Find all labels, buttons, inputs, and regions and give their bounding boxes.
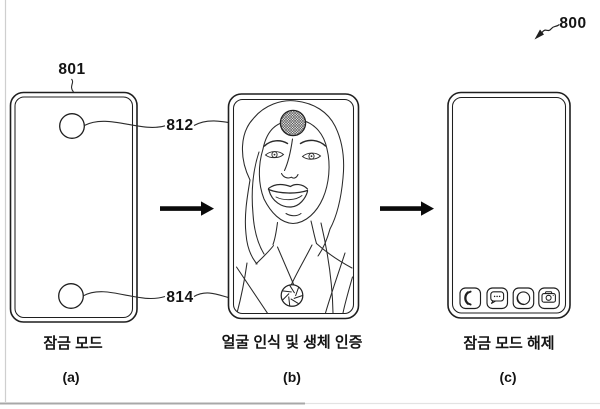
messages-icon: [486, 287, 509, 310]
browser-icon: [512, 287, 535, 310]
phone-icon: [459, 287, 482, 310]
ref-label-800: 800: [559, 15, 587, 32]
camera-circle-top-a: [59, 113, 85, 139]
under-display-camera-region: [279, 109, 307, 137]
face-illustration: [235, 100, 354, 314]
ref-label-812: 812: [166, 117, 194, 134]
dock-icons: [459, 287, 560, 310]
camera-icon: [538, 287, 560, 310]
phone-c-frame: [447, 91, 571, 319]
caption-panel-b: 얼굴 인식 및 생체 인증: [221, 334, 363, 351]
arrow-a-to-b: [160, 201, 214, 216]
ref-label-814: 814: [166, 289, 194, 306]
panel-letter-c: (c): [499, 369, 517, 385]
figure-pointer-arrow: [534, 24, 560, 40]
shutter-aperture-icon: [280, 284, 304, 307]
leader-801: [71, 78, 74, 93]
ref-label-801: 801: [58, 61, 86, 78]
caption-panel-a: 잠금 모드: [43, 335, 103, 352]
panel-letter-a: (a): [62, 369, 80, 385]
phone-a-frame: [9, 91, 138, 323]
camera-circle-bottom-a: [58, 283, 84, 309]
caption-panel-c: 잠금 모드 해제: [463, 335, 555, 352]
arrow-b-to-c: [380, 201, 434, 216]
panel-letter-b: (b): [283, 369, 301, 385]
